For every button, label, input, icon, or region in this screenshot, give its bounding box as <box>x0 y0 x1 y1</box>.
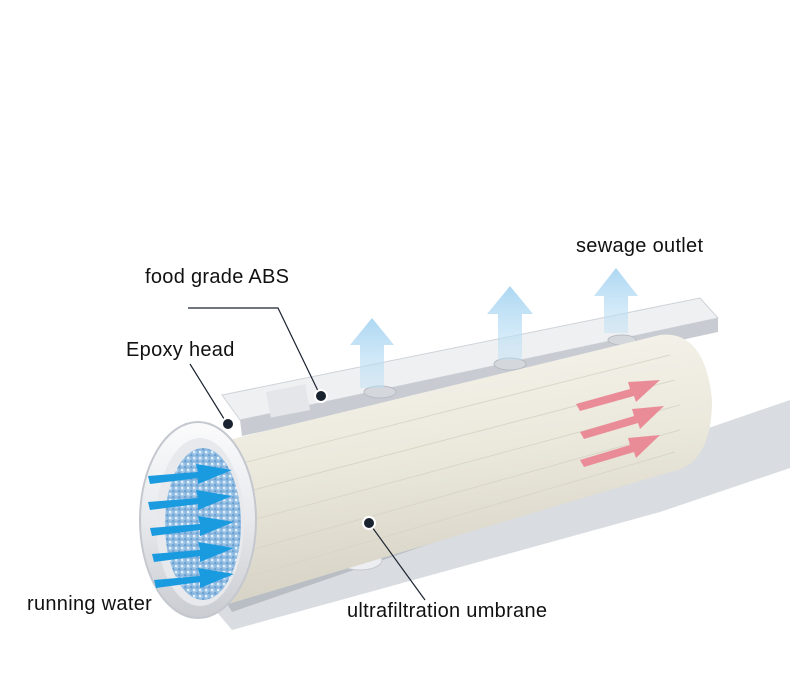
outlet-arrow-3 <box>594 268 638 333</box>
epoxy-dot <box>221 417 235 431</box>
sewage-outlet-arrows <box>350 268 638 388</box>
inflow-arrow-1 <box>148 464 232 484</box>
abs-leader <box>188 307 321 396</box>
inflow-arrow-3 <box>150 516 234 536</box>
leader-lines <box>188 307 426 601</box>
outlet-arrow-1 <box>350 318 394 388</box>
epoxy-head-end-cap <box>139 421 257 619</box>
concentrate-flow-arrows <box>576 380 664 467</box>
ultrafiltration-membrane-label: ultrafiltration umbrane <box>347 600 548 622</box>
membrane-leader <box>371 526 426 601</box>
concentrate-arrow-3 <box>580 435 660 467</box>
outlet-arrow-2 <box>487 286 533 360</box>
sewage-outlet-label: sewage outlet <box>576 235 704 257</box>
running-water-label: running water <box>27 593 153 615</box>
inflow-arrow-5 <box>154 568 234 588</box>
leader-dots <box>221 389 376 530</box>
epoxy-head-label: Epoxy head <box>126 339 235 361</box>
abs-dot <box>314 389 328 403</box>
epoxy-leader <box>189 363 227 423</box>
inflow-arrow-2 <box>148 490 232 510</box>
inflow-arrow-4 <box>152 542 234 562</box>
concentrate-arrow-1 <box>576 380 660 411</box>
concentrate-arrow-2 <box>580 406 664 439</box>
food-grade-abs-label: food grade ABS <box>145 266 290 288</box>
membrane-dot <box>362 516 376 530</box>
running-water-arrows <box>148 464 234 588</box>
